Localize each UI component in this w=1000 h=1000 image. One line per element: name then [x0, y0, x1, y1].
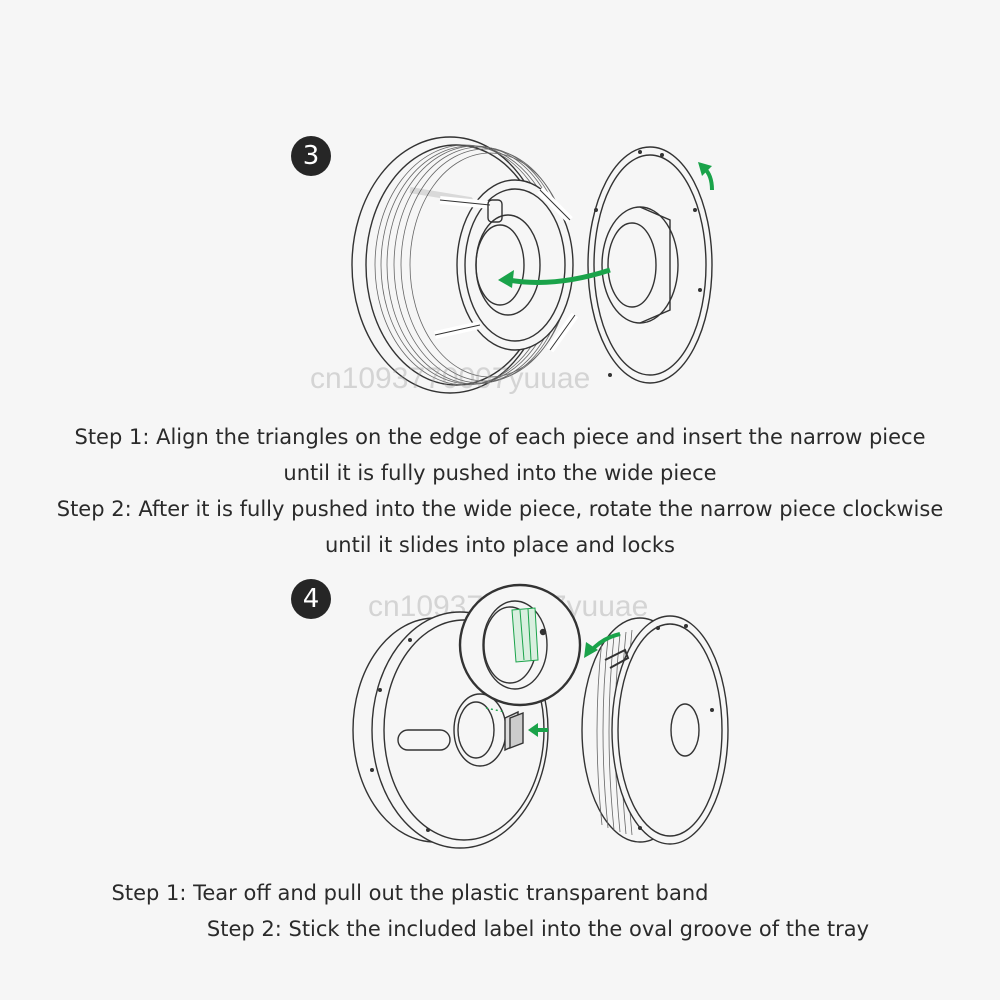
step-3-caption: Step 1: Align the triangles on the edge …: [0, 419, 1000, 563]
caption-line: Step 2: Stick the included label into th…: [206, 917, 870, 941]
caption-line: Step 2: After it is fully pushed into th…: [56, 497, 944, 521]
wide-piece-hub: [475, 214, 541, 316]
insert-arrow: [507, 267, 611, 285]
narrow-piece-hub: [601, 206, 679, 324]
step-4-caption: Step 1: Tear off and pull out the plasti…: [0, 875, 1000, 947]
step-3-badge: 3: [291, 136, 331, 176]
tray-hub: [453, 693, 507, 767]
caption-line: until it slides into place and locks: [324, 533, 675, 557]
oval-groove: [397, 729, 451, 751]
filled-spool-front: [611, 615, 729, 845]
spool-assembly-illustration: [351, 136, 714, 394]
caption-line: Step 1: Align the triangles on the edge …: [74, 425, 926, 449]
narrow-piece-flange: [587, 146, 713, 384]
caption-line: until it is fully pushed into the wide p…: [283, 461, 717, 485]
caption-line: Step 1: Tear off and pull out the plasti…: [111, 881, 709, 905]
label-installation-illustration: [352, 583, 729, 849]
step-4-badge: 4: [291, 579, 331, 619]
